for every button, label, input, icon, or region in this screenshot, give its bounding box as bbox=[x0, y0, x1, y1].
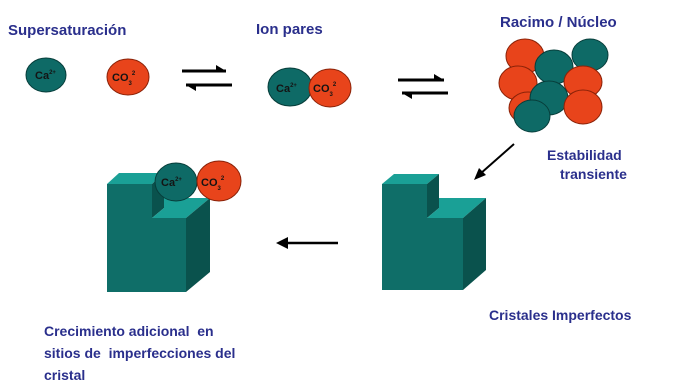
pair-carbonate-base: CO bbox=[313, 83, 330, 95]
carbonate-base: CO bbox=[112, 72, 129, 84]
svg-text:CO32: CO3 2 bbox=[201, 176, 225, 192]
pair-calcium-base: Ca bbox=[276, 83, 291, 95]
calcium-base: Ca bbox=[35, 70, 50, 82]
svg-text:CO32: CO3 2 bbox=[313, 82, 337, 98]
pair-carbonate-sub: 3 bbox=[330, 92, 334, 98]
calcium-charge: 2+ bbox=[49, 70, 56, 76]
label-supersaturation: Supersaturación bbox=[8, 22, 126, 39]
ion-cluster bbox=[498, 38, 609, 133]
adsorbed-carbonate-sub: 3 bbox=[218, 186, 222, 192]
pair-calcium-charge: 2+ bbox=[290, 83, 297, 89]
adsorbed-ion-pair: Ca2+ CO3 2 bbox=[154, 160, 242, 202]
carbonate-ion: CO3 2 bbox=[106, 58, 150, 96]
adsorbed-carbonate-charge: 2 bbox=[221, 176, 225, 182]
adsorbed-calcium-base: Ca bbox=[161, 177, 176, 189]
label-cluster-nucleus: Racimo / Núcleo bbox=[500, 14, 617, 31]
equilibrium-arrows-icon bbox=[182, 65, 232, 91]
calcium-ion: Ca2+ bbox=[25, 57, 67, 93]
pair-carbonate-charge: 2 bbox=[333, 82, 337, 88]
adsorbed-calcium-charge: 2+ bbox=[175, 177, 182, 183]
imperfect-crystal-icon bbox=[382, 174, 486, 290]
equilibrium-arrows-icon bbox=[398, 74, 448, 99]
growing-crystal-icon bbox=[107, 173, 210, 292]
label-ion-pairs: Ion pares bbox=[256, 21, 323, 38]
adsorbed-carbonate-base: CO bbox=[201, 177, 218, 189]
label-imperfect-crystals: Cristales Imperfectos bbox=[489, 307, 632, 323]
label-growth-line3: cristal bbox=[44, 367, 85, 383]
ion-pair: Ca2+ CO3 2 bbox=[267, 67, 352, 108]
label-growth-line1: Crecimiento adicional en bbox=[44, 323, 214, 339]
svg-text:Ca2+: Ca2+ bbox=[276, 83, 297, 95]
label-stability-line1: Estabilidad bbox=[547, 147, 622, 163]
svg-text:CO32: CO3 2 bbox=[112, 71, 136, 87]
carbonate-sub: 3 bbox=[129, 81, 133, 87]
label-stability-line2: transiente bbox=[560, 166, 627, 182]
reaction-arrow-icon bbox=[276, 237, 338, 249]
reaction-arrow-icon bbox=[474, 143, 515, 180]
svg-text:Ca2+: Ca2+ bbox=[161, 177, 182, 189]
label-growth-line2: sitios de imperfecciones del bbox=[44, 345, 235, 361]
carbonate-charge: 2 bbox=[132, 71, 136, 77]
svg-text:Ca2+: Ca2+ bbox=[35, 70, 56, 82]
